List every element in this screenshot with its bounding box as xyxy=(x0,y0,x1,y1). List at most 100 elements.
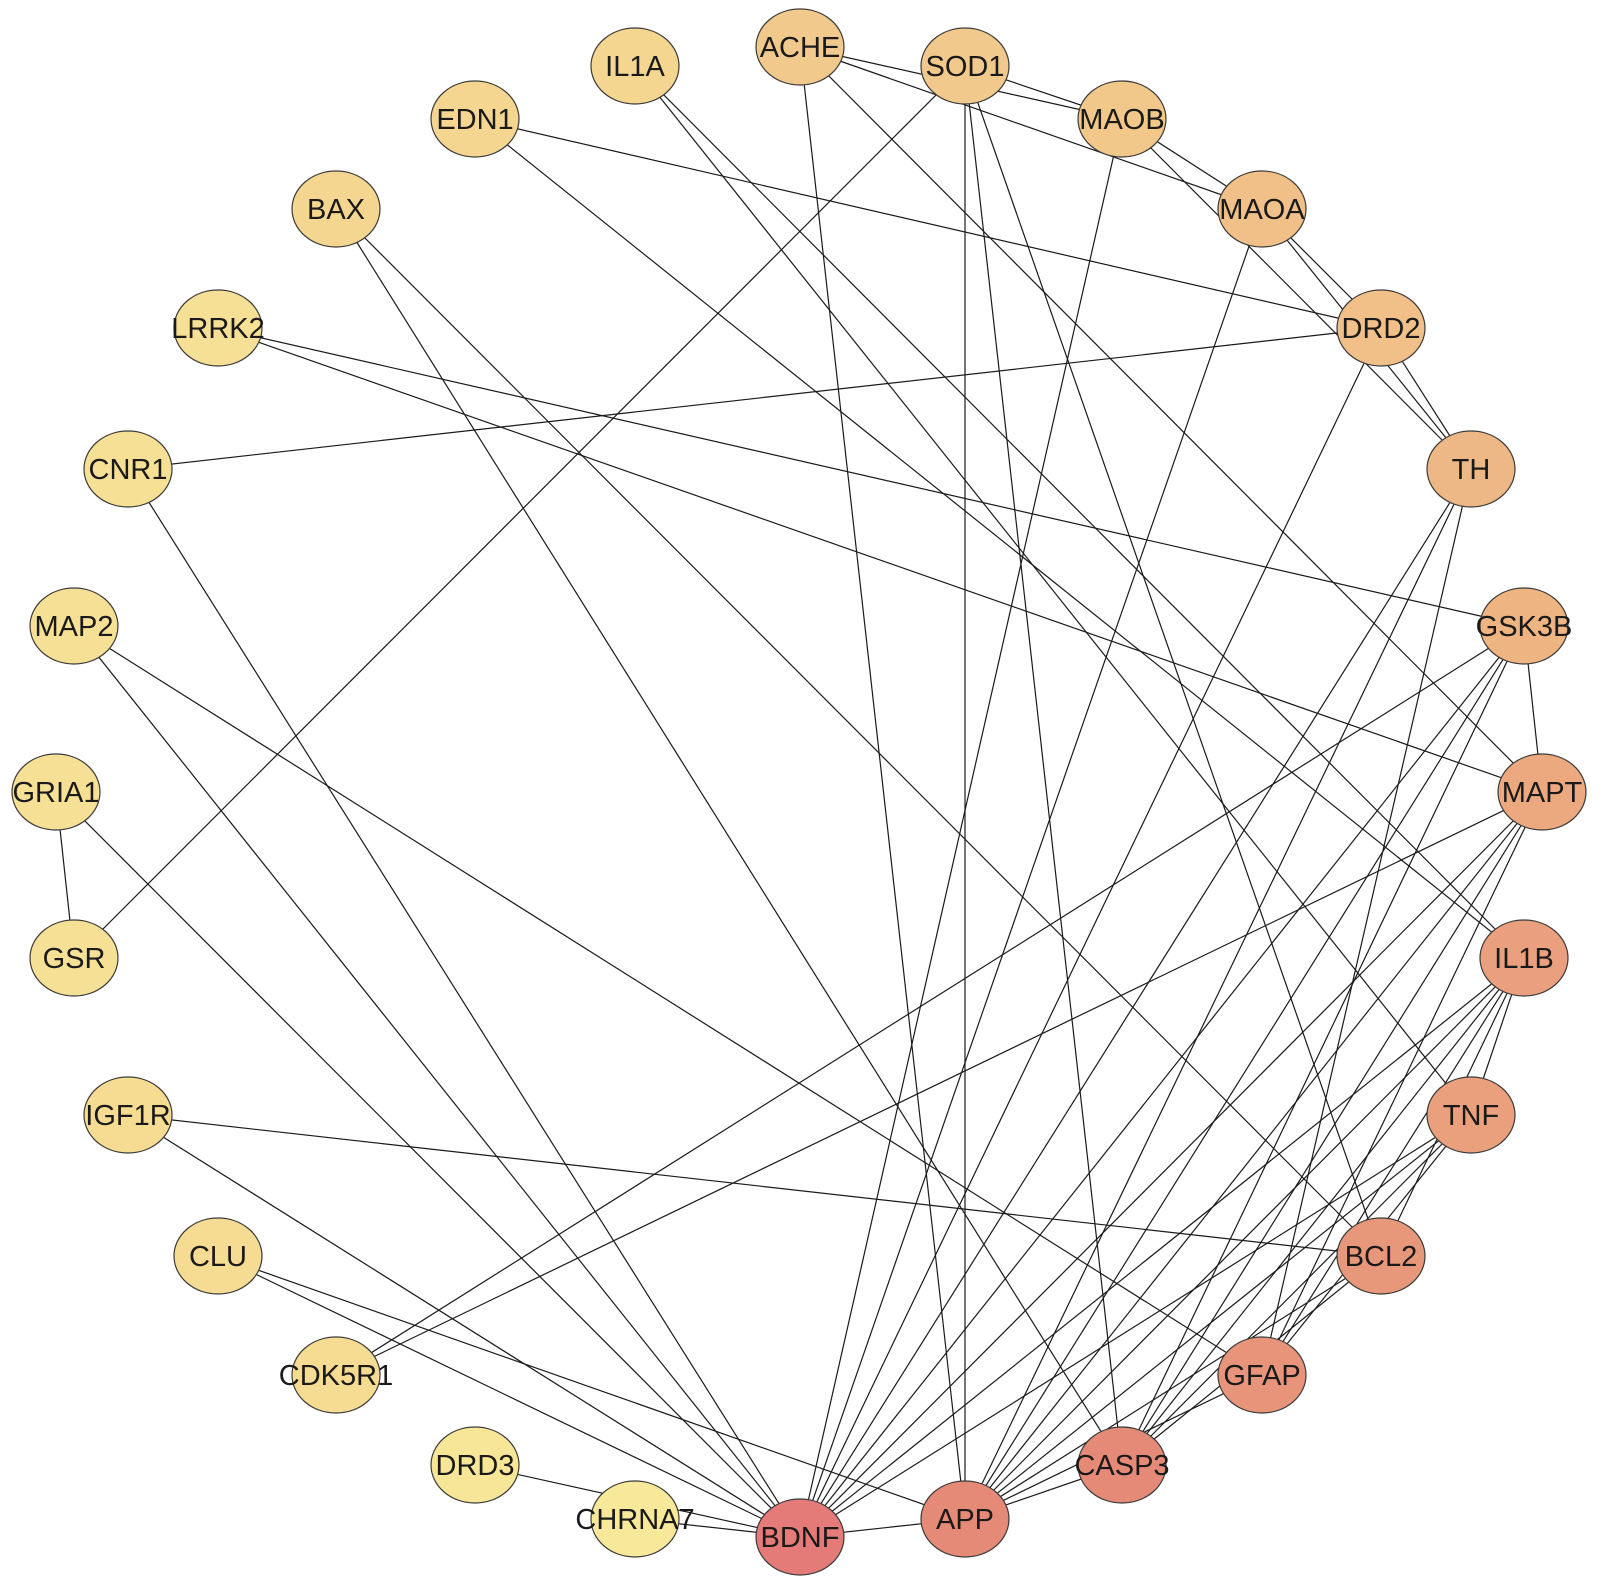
edge-casp3-bax xyxy=(335,208,1123,1466)
node-label: CASP3 xyxy=(1074,1450,1169,1482)
node-drd2: DRD2 xyxy=(1336,289,1426,367)
node-maoa: MAOA xyxy=(1217,170,1307,248)
edge-sod1-casp3 xyxy=(964,65,1123,1466)
node-shape xyxy=(29,919,119,997)
node-label: GSK3B xyxy=(1476,611,1573,643)
edge-gsk3b-cdk5r1 xyxy=(335,625,1525,1376)
node-map2: MAP2 xyxy=(29,587,119,665)
edge-tnf-casp3 xyxy=(1121,1114,1472,1466)
node-label: CLU xyxy=(189,1241,247,1273)
edge-th-bdnf xyxy=(799,468,1472,1538)
edge-il1b-il1a xyxy=(634,65,1525,959)
node-shape xyxy=(755,1498,845,1576)
edge-tnf-app xyxy=(964,1114,1472,1520)
edge-gfap-map2 xyxy=(73,625,1263,1376)
edge-maob-th xyxy=(1121,118,1472,470)
node-shape xyxy=(1336,289,1426,367)
node-shape xyxy=(29,587,119,665)
node-label: CDK5R1 xyxy=(279,1360,393,1392)
node-shape xyxy=(1336,1217,1426,1295)
edge-bdnf-map2 xyxy=(73,625,801,1538)
edge-app-clu xyxy=(217,1255,966,1520)
node-label: BAX xyxy=(307,194,365,226)
edge-mapt-app xyxy=(964,791,1543,1520)
node-shape xyxy=(83,430,173,508)
node-il1b: IL1B xyxy=(1479,919,1569,997)
edge-drd2-bdnf xyxy=(799,327,1382,1538)
node-app: APP xyxy=(920,1480,1010,1558)
edge-drd2-cnr1 xyxy=(127,327,1382,470)
node-label: LRRK2 xyxy=(171,313,265,345)
node-label: MAOA xyxy=(1219,194,1305,226)
node-clu: CLU xyxy=(173,1217,263,1295)
node-shape xyxy=(173,1217,263,1295)
node-mapt: MAPT xyxy=(1497,753,1587,831)
node-bcl2: BCL2 xyxy=(1336,1217,1426,1295)
edge-drd2-edn1 xyxy=(474,118,1382,329)
node-label: IL1A xyxy=(605,51,665,83)
node-label: GFAP xyxy=(1223,1360,1300,1392)
edge-ache-app xyxy=(799,46,966,1520)
node-label: DRD3 xyxy=(436,1450,515,1482)
edge-gsk3b-app xyxy=(964,625,1525,1520)
node-shape xyxy=(755,8,845,86)
node-shape xyxy=(1077,80,1167,158)
edge-il1b-app xyxy=(964,957,1525,1520)
node-gsk3b: GSK3B xyxy=(1476,587,1573,665)
node-shape xyxy=(920,1480,1010,1558)
edge-bdnf-gria1 xyxy=(55,791,801,1538)
node-shape xyxy=(1077,1426,1167,1504)
edge-tnf-bdnf xyxy=(799,1114,1472,1538)
node-label: SOD1 xyxy=(926,51,1005,83)
edge-gsk3b-casp3 xyxy=(1121,625,1525,1466)
edge-sod1-gsr xyxy=(73,65,966,959)
edge-bcl2-app xyxy=(964,1255,1382,1520)
node-cdk5r1: CDK5R1 xyxy=(279,1336,393,1414)
node-ache: ACHE xyxy=(755,8,845,86)
edge-th-app xyxy=(964,468,1472,1520)
edge-maoa-bdnf xyxy=(799,208,1263,1538)
node-shape xyxy=(83,1076,173,1154)
edge-sod1-bcl2 xyxy=(964,65,1382,1257)
edge-il1b-casp3 xyxy=(1121,957,1525,1466)
node-gfap: GFAP xyxy=(1217,1336,1307,1414)
node-chrna7: CHRNA7 xyxy=(575,1480,695,1558)
node-shape xyxy=(1497,753,1587,831)
node-shape xyxy=(920,27,1010,105)
node-label: IL1B xyxy=(1494,943,1554,975)
node-shape xyxy=(291,1336,381,1414)
node-edn1: EDN1 xyxy=(430,80,520,158)
edge-mapt-cdk5r1 xyxy=(335,791,1543,1376)
edge-ache-mapt xyxy=(799,46,1543,793)
node-label: MAPT xyxy=(1502,777,1583,809)
node-label: TH xyxy=(1452,454,1491,486)
node-label: MAOB xyxy=(1079,104,1164,136)
node-bdnf: BDNF xyxy=(755,1498,845,1576)
node-th: TH xyxy=(1426,430,1516,508)
node-cnr1: CNR1 xyxy=(83,430,173,508)
node-label: DRD2 xyxy=(1342,313,1421,345)
node-label: TNF xyxy=(1443,1100,1499,1132)
edge-il1b-gfap xyxy=(1261,957,1525,1376)
node-shape xyxy=(430,1426,520,1504)
node-label: BDNF xyxy=(761,1522,840,1554)
node-gria1: GRIA1 xyxy=(11,753,101,831)
edge-il1b-edn1 xyxy=(474,118,1525,959)
edge-maob-bdnf xyxy=(799,118,1123,1538)
node-igf1r: IGF1R xyxy=(83,1076,173,1154)
edge-bdnf-cnr1 xyxy=(127,468,801,1538)
edge-il1b-bdnf xyxy=(799,957,1525,1538)
node-il1a: IL1A xyxy=(590,27,680,105)
node-label: CHRNA7 xyxy=(575,1504,694,1536)
edge-mapt-casp3 xyxy=(1121,791,1543,1466)
node-label: CNR1 xyxy=(89,454,168,486)
node-sod1: SOD1 xyxy=(920,27,1010,105)
edges-layer xyxy=(55,46,1543,1538)
node-lrrk2: LRRK2 xyxy=(171,289,265,367)
node-label: ACHE xyxy=(760,32,841,64)
edge-bcl2-igf1r xyxy=(127,1114,1382,1257)
node-gsr: GSR xyxy=(29,919,119,997)
edge-bdnf-igf1r xyxy=(127,1114,801,1538)
node-maob: MAOB xyxy=(1077,80,1167,158)
